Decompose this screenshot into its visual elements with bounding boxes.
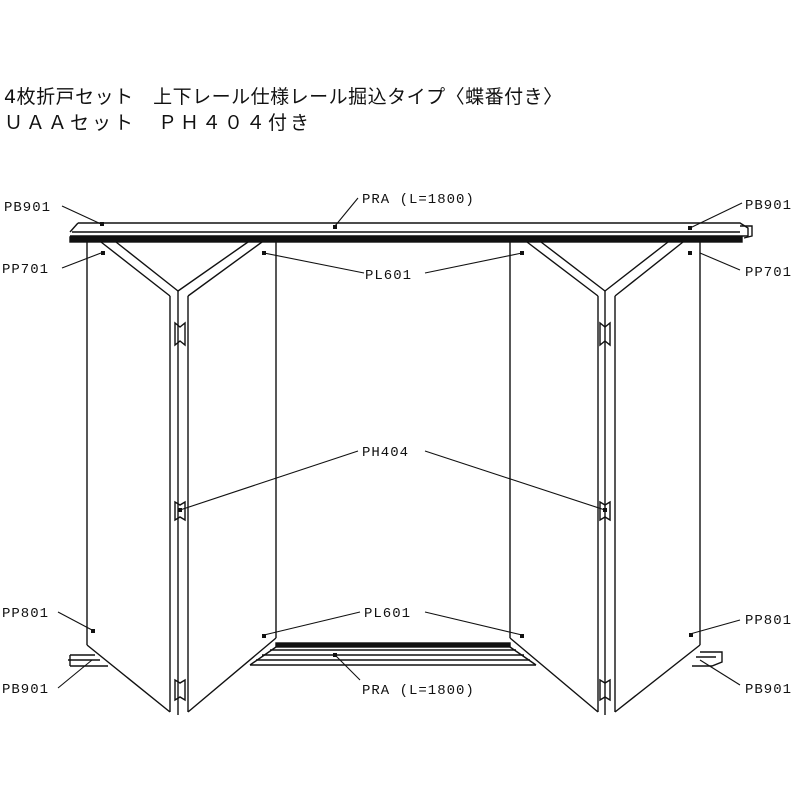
label-pra-bottom: PRA (L=1800) [362, 683, 475, 699]
label-pl601-bottom: PL601 [364, 606, 411, 622]
label-pl601-top: PL601 [365, 268, 412, 284]
label-pp801-right: PP801 [745, 613, 792, 629]
label-pb901-bottom-right: PB901 [745, 682, 792, 698]
label-pp801-left: PP801 [2, 606, 49, 622]
label-pp701-left: PP701 [2, 262, 49, 278]
label-pb901-top-left: PB901 [4, 200, 51, 216]
label-ph404: PH404 [362, 445, 409, 461]
left-door-panels [86, 241, 277, 715]
label-pp701-right: PP701 [745, 265, 792, 281]
anchor-dots [91, 222, 693, 657]
bottom-rail [68, 642, 723, 667]
label-pb901-bottom-left: PB901 [2, 682, 49, 698]
right-door-panels [509, 241, 701, 715]
diagram-subtitle: ＵＡＡセット ＰＨ４０４付き [4, 112, 313, 134]
top-rail [69, 222, 753, 243]
diagram-title: 4枚折戸セット 上下レール仕様レール掘込タイプ〈蝶番付き〉 [4, 86, 563, 108]
leader-lines [57, 197, 743, 689]
label-pra-top: PRA (L=1800) [362, 192, 475, 208]
label-pb901-top-right: PB901 [745, 198, 792, 214]
